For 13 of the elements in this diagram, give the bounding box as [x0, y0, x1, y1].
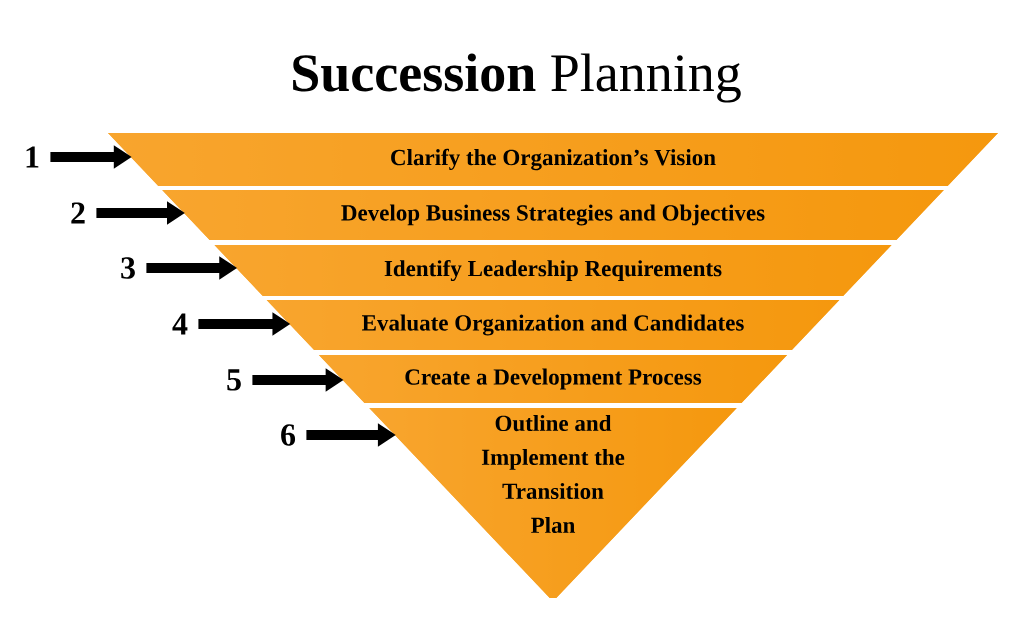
funnel-band: Outline and Implement the Transition Plan	[369, 408, 737, 598]
funnel-band: Develop Business Strategies and Objectives	[162, 190, 944, 240]
step-number: 1	[26, 146, 39, 168]
funnel-band: Identify Leadership Requirements	[214, 245, 892, 296]
step-number: 6	[281, 424, 296, 446]
step-number: 4	[172, 313, 188, 335]
title: Succession Planning	[293, 53, 741, 103]
funnel-band: Clarify the Organization’s Vision	[108, 133, 998, 186]
step-number: 5	[227, 369, 241, 391]
funnel-band: Evaluate Organization and Candidates	[266, 300, 840, 350]
step-number: 2	[71, 202, 85, 224]
funnel-band: Create a Development Process	[318, 355, 788, 403]
step-number: 3	[121, 257, 135, 279]
